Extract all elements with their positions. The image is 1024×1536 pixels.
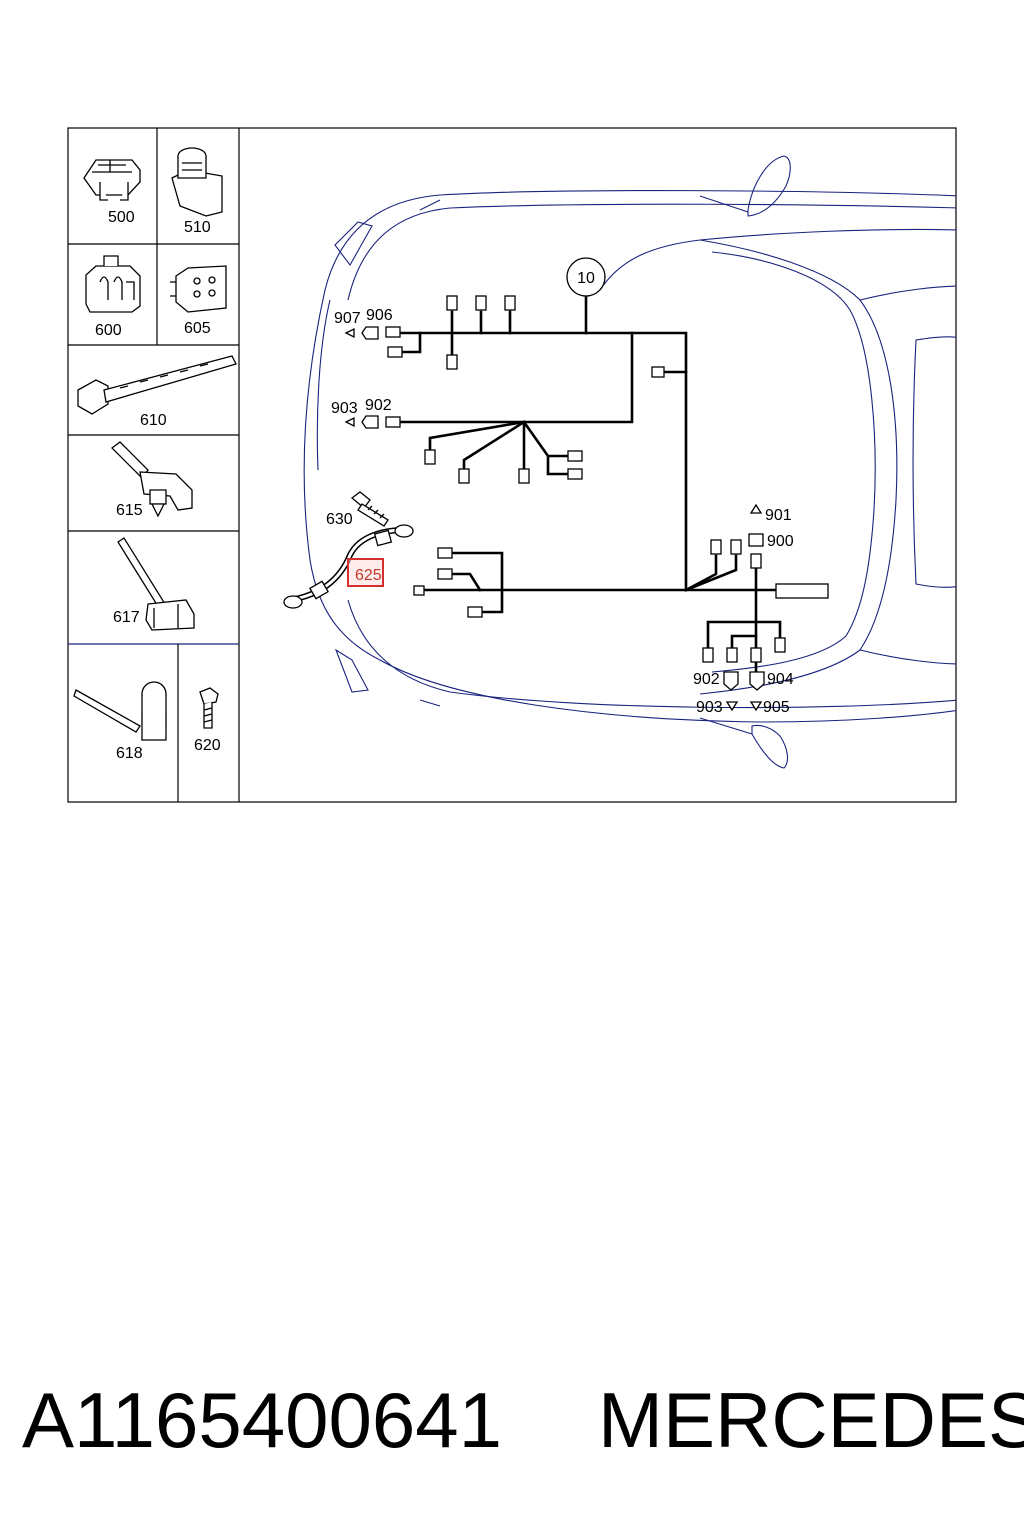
legend-label-510: 510	[184, 219, 211, 236]
label-630: 630	[326, 511, 353, 528]
cable-grommet-icon	[171, 147, 223, 217]
terminal-symbols	[344, 326, 765, 712]
label-904: 904	[767, 671, 794, 688]
bolt-630	[350, 491, 389, 527]
wiring-harness	[390, 293, 782, 682]
wiring-diagram: 500 510 600 605 610 615 617 618 620	[67, 127, 957, 803]
callout-10-label: 10	[577, 270, 595, 287]
legend-grid	[67, 127, 957, 803]
battery-cable-625	[283, 524, 414, 609]
legend-label-617: 617	[113, 609, 140, 626]
legend-label-618: 618	[116, 745, 143, 762]
label-625[interactable]: 625	[355, 567, 382, 584]
connector-group	[385, 295, 829, 663]
footer: A1165400641 MERCEDES	[0, 1370, 1024, 1470]
part-number: A1165400641	[22, 1376, 503, 1464]
cable-tie-icon	[77, 355, 237, 415]
label-900: 900	[767, 533, 794, 550]
cable-tie-holder-icon	[117, 537, 195, 631]
clip-bracket-icon	[83, 159, 141, 201]
label-901: 901	[765, 507, 792, 524]
retaining-clip-icon	[85, 255, 141, 313]
push-clip-icon	[111, 441, 193, 518]
legend-label-500: 500	[108, 209, 135, 226]
label-903-lower: 903	[696, 699, 723, 716]
label-902: 902	[365, 397, 392, 414]
legend-label-610: 610	[140, 412, 167, 429]
label-902-lower: 902	[693, 671, 720, 688]
label-905: 905	[763, 699, 790, 716]
brand-name: MERCEDES	[598, 1376, 1024, 1464]
mounting-plate-icon	[170, 265, 227, 313]
double-clip-icon	[73, 681, 167, 741]
screw-icon	[199, 687, 219, 729]
legend-label-600: 600	[95, 322, 122, 339]
legend-label-615: 615	[116, 502, 143, 519]
label-907: 907	[334, 310, 361, 327]
legend-label-605: 605	[184, 320, 211, 337]
label-906: 906	[366, 307, 393, 324]
legend-label-620: 620	[194, 737, 221, 754]
car-outline	[303, 155, 956, 769]
label-903: 903	[331, 400, 358, 417]
highlight-625-box[interactable]	[347, 558, 384, 587]
callout-10: 10	[566, 257, 606, 297]
